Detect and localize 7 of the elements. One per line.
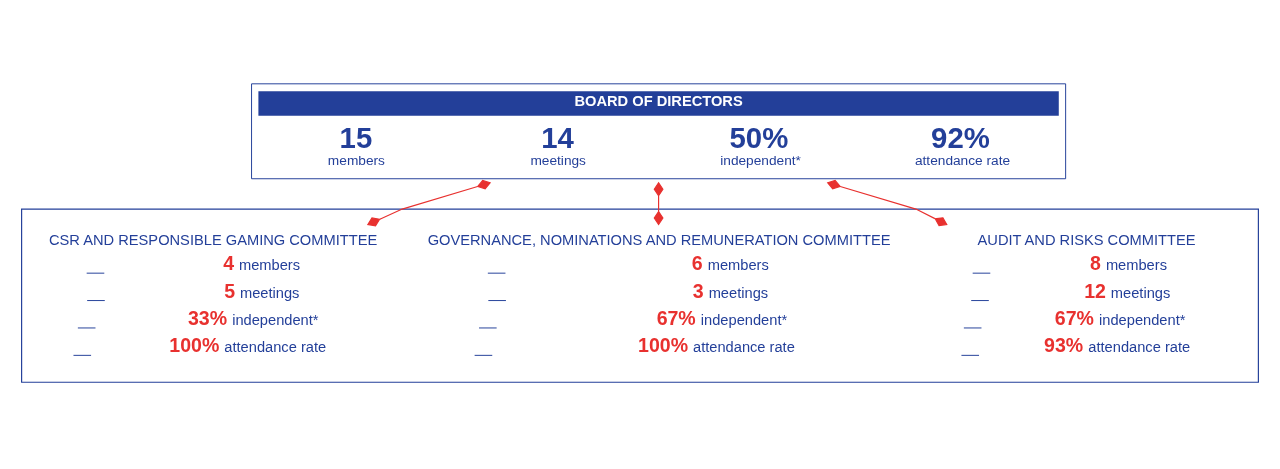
connector: [653, 181, 664, 226]
connector: [366, 179, 492, 226]
node-text: AUDIT AND RISKS COMMITTEE 8 members 12 meetings 67% independent* 93% attendance rate: [977, 231, 1196, 356]
node-text: GOVERNANCE, NOMINATIONS AND REMUNERATION COMMITTEE 6 members 3 meetings 67% independent* 100% attendance rate: [427, 231, 891, 356]
node-box: BOARD OF DIRECTORS 15 members 14 meetings 50% independent* 92% attendance rate: [251, 82, 1067, 179]
connector: [826, 179, 948, 226]
node-text: CSR AND RESPONSIBLE GAMING COMMITTEE 4 members 5 meetings 33% independent* 100% attendance rate: [49, 231, 378, 356]
